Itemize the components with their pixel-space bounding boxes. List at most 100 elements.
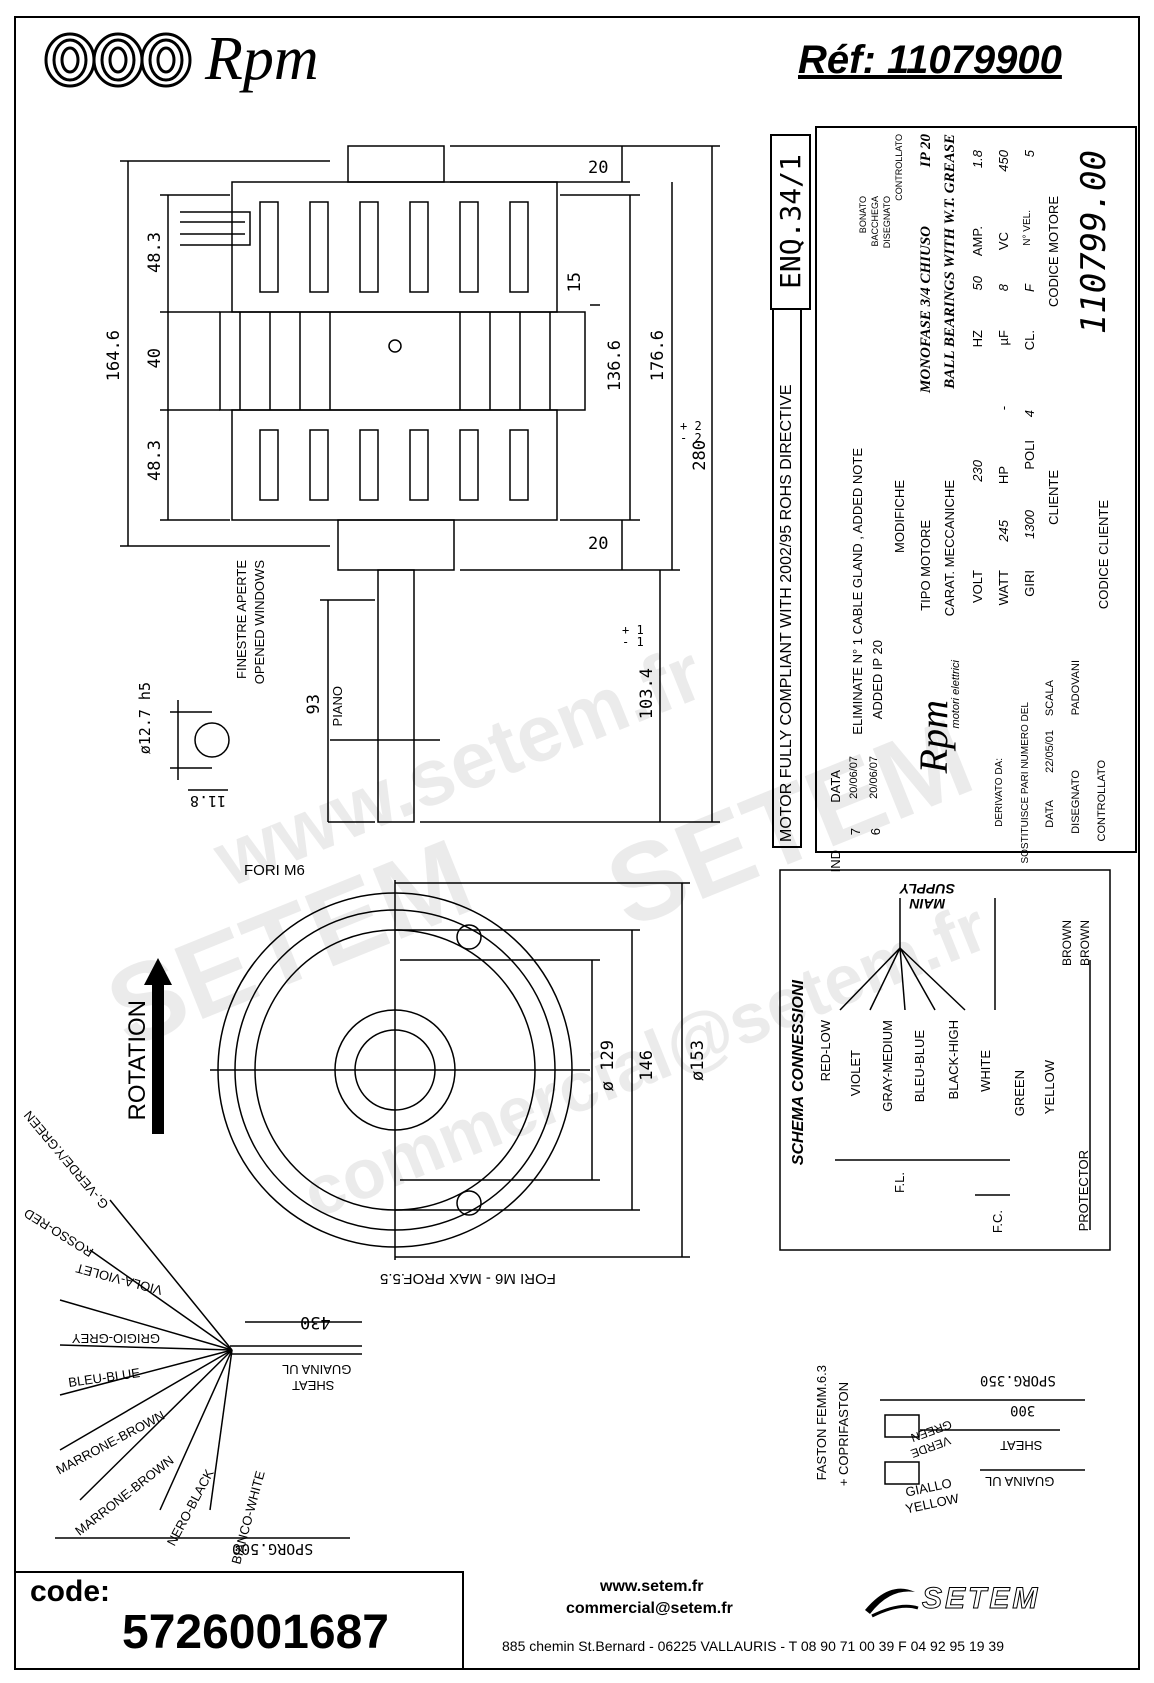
- spec-vc-value: 450: [996, 150, 1011, 172]
- label-protector: PROTECTOR: [1076, 1150, 1091, 1232]
- wire-brown-1: BROWN: [1060, 920, 1074, 966]
- wire-bleu-blue: BLEU-BLUE: [912, 1030, 927, 1103]
- data-value: 22/05/01: [1044, 730, 1056, 773]
- setem-logo: SETEM: [921, 1582, 1041, 1616]
- label-fc: F.C.: [990, 1210, 1005, 1234]
- reference-number: Réf: 11079900: [798, 38, 1062, 82]
- controllato-label: CONTROLLATO: [1096, 760, 1108, 842]
- dim-40: 40: [145, 348, 165, 369]
- dim-430: 430: [300, 1312, 331, 1332]
- label-finestre-aperte: FINESTRE APERTE: [234, 560, 249, 679]
- spec-amp-value: 1.8: [970, 150, 985, 169]
- wire-gray-medium: GRAY-MEDIUM: [880, 1020, 895, 1112]
- data-label: DATA: [1044, 800, 1056, 828]
- dim-176-6: 176.6: [648, 330, 668, 382]
- code-box: [14, 1571, 464, 1670]
- carat-value: BALL BEARINGS WITH W.T. GREASE: [942, 134, 958, 389]
- footer-web[interactable]: www.setem.fr: [600, 1578, 704, 1595]
- spec-giri-value: 1300: [1022, 510, 1037, 539]
- dim-136-6: 136.6: [605, 340, 625, 392]
- brand-logo: Rpm: [205, 25, 319, 93]
- rev-6-text: ADDED IP 20: [870, 640, 885, 720]
- spec-poli-label: POLI: [1022, 440, 1037, 470]
- shaft-diameter: ø12.7 h5: [136, 682, 154, 755]
- codice-cliente-label: CODICE CLIENTE: [1096, 500, 1111, 610]
- title-block-table: [815, 126, 1137, 853]
- dim-93: 93: [304, 694, 324, 715]
- label-opened-windows: OPENED WINDOWS: [252, 560, 267, 685]
- rev-bacchega: BACCHEGA: [870, 196, 880, 247]
- dim-300: 300: [1010, 1402, 1036, 1418]
- lead-guaina: GUAINA UL: [282, 1362, 352, 1377]
- wire-yellow: YELLOW: [1042, 1060, 1057, 1115]
- dim-48-3-top: 48.3: [145, 232, 165, 273]
- rev-disegnato: DISEGNATO: [882, 196, 892, 249]
- earth-sheat: SHEAT: [1000, 1438, 1043, 1453]
- faston-label-1: FASTON FEMM.6.3: [814, 1365, 829, 1481]
- dim-280-tolerance: + 2 - 2: [680, 419, 702, 445]
- spec-volt-label: VOLT: [970, 570, 985, 603]
- sostituisce-label: SOSTITUISCE PARI NUMERO DEL: [1020, 702, 1031, 864]
- tipo-motore-label: TIPO MOTORE: [918, 520, 933, 611]
- dim-164-6: 164.6: [104, 330, 124, 382]
- ip-rating: IP 20: [918, 134, 934, 168]
- code-label: code:: [30, 1575, 111, 1608]
- footer-email[interactable]: commercial@setem.fr: [566, 1600, 733, 1617]
- dim-103-4-tolerance: + 1 - 1: [622, 623, 644, 649]
- footer-address: 885 chemin St.Bernard - 06225 VALLAURIS …: [502, 1638, 1004, 1654]
- wire-green: GREEN: [1012, 1070, 1027, 1117]
- wire-white: WHITE: [978, 1050, 993, 1092]
- wire-brown-2: BROWN: [1078, 920, 1092, 966]
- rev-bonato: BONATO: [858, 196, 868, 234]
- label-fl: F.L.: [892, 1172, 907, 1193]
- rev-controllato: CONTROLLATO: [894, 134, 904, 201]
- drawing-frame: [14, 16, 1140, 1670]
- spec-hz-value: 50: [970, 276, 985, 291]
- disegnato-label: DISEGNATO: [1070, 770, 1082, 834]
- spec-hp-label: HP: [996, 466, 1011, 485]
- spec-nvel-label: N° VEL.: [1022, 210, 1033, 246]
- rev-modifiche-header: MODIFICHE: [892, 480, 907, 553]
- spec-watt-value: 245: [996, 520, 1011, 542]
- wire-violet: VIOLET: [848, 1050, 863, 1097]
- spec-watt-label: WATT: [996, 570, 1011, 606]
- dim-sporg-350: SPORG.350: [980, 1372, 1056, 1388]
- shaft-flat: 11.8: [190, 792, 227, 810]
- disegnato-value: PADOVANI: [1070, 660, 1082, 716]
- code-value: 5726001687: [122, 1606, 389, 1659]
- spec-poli-value: 4: [1022, 410, 1037, 418]
- spec-cl-value: F: [1022, 284, 1037, 292]
- rev-7-text: ELIMINATE N° 1 CABLE GLAND , ADDED NOTE: [850, 448, 865, 735]
- derivato-label: DERIVATO DA:: [994, 758, 1005, 827]
- cliente-label: CLIENTE: [1046, 470, 1061, 525]
- lead-grey: GRIGIO-GREY: [71, 1331, 160, 1346]
- rpm-logo-coils: [44, 32, 192, 88]
- label-holes-bottom: FORI M6 - MAX PROF.5.5: [380, 1270, 556, 1287]
- dim-48-3-bottom: 48.3: [145, 440, 165, 481]
- codice-motore-label: CODICE MOTORE: [1046, 196, 1061, 307]
- codice-motore: 110799.00: [1074, 150, 1114, 335]
- spec-hz-label: HZ: [970, 330, 985, 348]
- spec-amp-label: AMP.: [970, 226, 985, 257]
- scala-label: SCALA: [1044, 680, 1056, 717]
- faston-label-2: + COPRIFASTON: [836, 1382, 851, 1487]
- dim-20-bottom: 20: [588, 534, 609, 554]
- lead-sheat: SHEAT: [292, 1378, 335, 1393]
- dim-20-top: 20: [588, 158, 609, 178]
- spec-hp-value: -: [996, 406, 1011, 411]
- spec-vc-label: VC: [996, 232, 1011, 251]
- dim-15: 15: [565, 272, 585, 293]
- label-piano: PIANO: [330, 686, 345, 727]
- dim-sporg-500: SPORG.500: [232, 1540, 314, 1558]
- carat-label: CARAT. MECCANICHE: [942, 480, 957, 617]
- earth-guaina: GUAINA UL: [985, 1474, 1055, 1489]
- spec-giri-label: GIRI: [1022, 570, 1037, 597]
- spec-cl-label: CL.: [1022, 330, 1037, 351]
- spec-uf-value: 8: [996, 284, 1011, 292]
- label-holes-top: FORI M6: [244, 862, 305, 879]
- wire-black-high: BLACK-HIGH: [946, 1020, 961, 1100]
- tipo-motore: MONOFASE 3/4 CHIUSO: [918, 226, 934, 393]
- spec-volt-value: 230: [970, 460, 985, 482]
- spec-nvel-value: 5: [1022, 150, 1037, 158]
